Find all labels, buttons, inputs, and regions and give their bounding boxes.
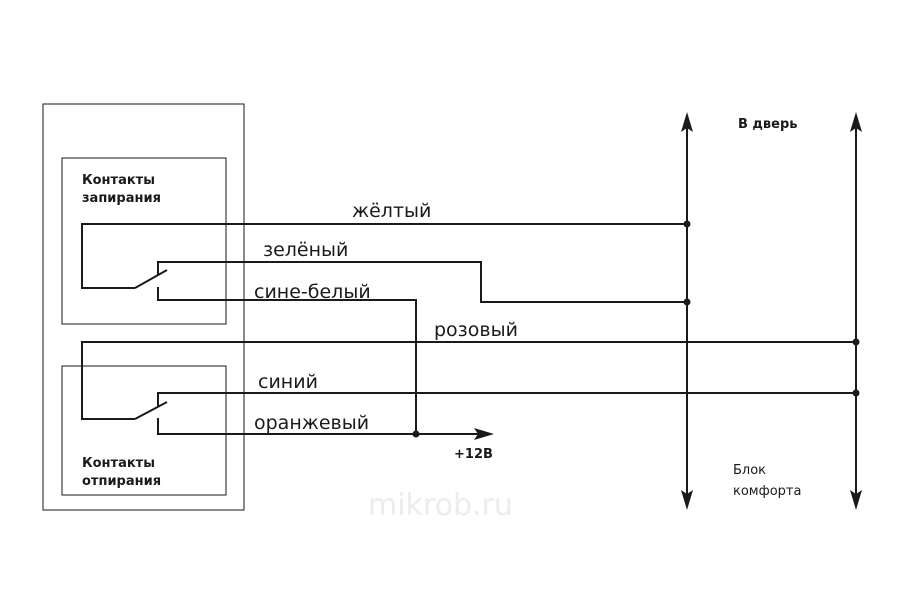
green-wire	[157, 261, 687, 303]
blue-white-wire-label: сине-белый	[254, 281, 371, 303]
blue-white-wire	[157, 287, 417, 434]
comfort-bus-arrow-up	[850, 112, 862, 132]
unlock-contacts-title-line2: отпирания	[82, 474, 161, 489]
junction-dot	[683, 298, 691, 306]
unlock-contacts-title-line1: Контакты	[82, 456, 155, 471]
lock-switch-blade	[134, 269, 168, 289]
lock-contacts-title-line2: запирания	[82, 191, 161, 206]
unlock-contacts-box	[61, 365, 227, 496]
door-bus-arrow-up	[681, 112, 693, 132]
orange-wire	[157, 418, 480, 435]
to-door-label: В дверь	[738, 117, 798, 132]
yellow-wire-label: жёлтый	[352, 200, 431, 222]
watermark: mikrob.ru	[368, 488, 513, 523]
unlock-switch-blade	[134, 401, 168, 420]
junction-dot	[412, 430, 420, 438]
lock-contacts-box	[61, 157, 227, 325]
yellow-wire	[81, 223, 687, 289]
junction-dot	[852, 389, 860, 397]
orange-wire-label: оранжевый	[254, 412, 369, 434]
blue-wire	[157, 392, 856, 406]
pink-wire-label: розовый	[434, 319, 518, 341]
plus-12v-arrow	[474, 428, 494, 440]
door-bus-arrow-down	[681, 490, 693, 510]
comfort-block-label-line1: Блок	[733, 463, 766, 478]
green-wire-label: зелёный	[263, 239, 348, 261]
blue-wire-label: синий	[258, 371, 318, 393]
comfort-block-label-line2: комфорта	[733, 484, 801, 499]
comfort-bus-arrow-down	[850, 490, 862, 510]
pink-wire	[81, 341, 856, 420]
junction-dot	[852, 338, 860, 346]
plus-12v-label: +12В	[454, 447, 493, 462]
junction-dot	[683, 220, 691, 228]
relay-module-box	[42, 103, 245, 511]
lock-contacts-title-line1: Контакты	[82, 173, 155, 188]
